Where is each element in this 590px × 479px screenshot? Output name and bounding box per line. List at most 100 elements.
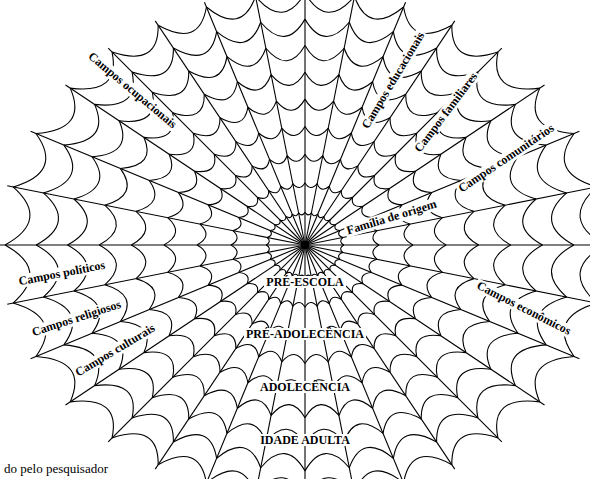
- web-ring: [358, 313, 375, 324]
- web-ring: [341, 237, 344, 245]
- web-ring: [257, 191, 268, 199]
- web-ring: [149, 154, 172, 180]
- web-ring: [305, 19, 349, 36]
- web-ring: [193, 354, 220, 372]
- web-ring: [305, 183, 317, 188]
- web-ring: [208, 189, 222, 205]
- web-spoke: [304, 0, 305, 245]
- web-ring: [92, 121, 123, 157]
- web-ring: [208, 285, 222, 301]
- web-ring: [390, 354, 417, 372]
- web-ring: [362, 206, 372, 217]
- web-ring: [437, 414, 478, 442]
- web-ring: [334, 101, 362, 114]
- web-ring: [369, 259, 377, 272]
- web-ring: [120, 137, 147, 168]
- web-ring: [144, 352, 174, 377]
- web-ring: [259, 128, 282, 139]
- web-ring: [305, 126, 328, 135]
- web-ring: [406, 374, 438, 395]
- web-ring: [487, 333, 518, 369]
- web-ring: [271, 72, 305, 85]
- web-ring: [305, 99, 334, 110]
- web-ring: [5, 187, 30, 245]
- web-ring: [311, 213, 317, 216]
- web-ring: [329, 297, 341, 304]
- web-ring: [349, 447, 393, 467]
- web-ring: [200, 205, 212, 224]
- web-ring: [220, 301, 236, 314]
- web-ring: [293, 302, 305, 307]
- web-ring: [395, 154, 415, 171]
- web-ring: [189, 412, 227, 433]
- web-ring: [523, 245, 543, 291]
- web-ring: [330, 265, 336, 270]
- web-ring: [270, 259, 275, 265]
- stage-label: IDADE ADULTA: [258, 434, 352, 447]
- web-ring: [36, 356, 75, 401]
- field-label: Campos econômicos: [473, 278, 575, 338]
- web-ring: [436, 352, 466, 377]
- web-ring: [344, 48, 383, 66]
- web-ring: [324, 217, 330, 221]
- web-ring: [404, 224, 413, 245]
- web-ring: [158, 7, 206, 33]
- web-ring: [227, 48, 266, 66]
- web-ring: [217, 447, 261, 467]
- web-ring: [349, 22, 393, 42]
- web-ring: [362, 273, 372, 284]
- web-ring: [464, 245, 478, 279]
- web-ring: [281, 184, 293, 190]
- web-ring: [233, 217, 241, 230]
- web-ring: [43, 145, 72, 193]
- web-ring: [324, 269, 330, 273]
- stage-label: PRÉ-ADOLECÊNCIA: [244, 328, 366, 341]
- web-ring: [552, 193, 574, 245]
- web-ring: [395, 318, 415, 335]
- web-ring: [237, 400, 271, 416]
- web-ring: [270, 156, 288, 164]
- web-spoke: [305, 244, 590, 245]
- web-ring: [169, 133, 194, 154]
- web-ring: [231, 231, 237, 245]
- web-ring: [132, 414, 173, 442]
- web-ring: [252, 159, 269, 169]
- web-ring: [374, 176, 390, 189]
- web-ring: [136, 279, 155, 310]
- web-ring: [452, 434, 498, 465]
- web-spoke: [66, 85, 305, 245]
- web-ring: [206, 0, 255, 19]
- web-ring: [178, 297, 196, 318]
- web-ring: [287, 154, 305, 161]
- web-ring: [270, 225, 275, 231]
- web-ring: [404, 457, 452, 479]
- web-ring: [266, 237, 269, 245]
- web-ring: [398, 266, 410, 285]
- web-ring: [352, 284, 363, 293]
- web-ring: [204, 390, 237, 408]
- web-ring: [197, 245, 206, 266]
- web-ring: [328, 128, 351, 139]
- web-spoke: [31, 245, 305, 359]
- web-ring: [341, 245, 344, 253]
- web-ring: [580, 245, 590, 303]
- web-ring: [305, 405, 339, 418]
- web-ring: [416, 335, 441, 356]
- web-ring: [168, 193, 183, 218]
- web-ring: [236, 166, 253, 177]
- web-ring: [204, 82, 237, 100]
- web-spoke: [305, 245, 502, 442]
- web-ring: [413, 171, 431, 192]
- web-ring: [220, 367, 248, 382]
- web-ring: [247, 197, 258, 206]
- web-ring: [237, 75, 271, 91]
- web-ring: [99, 205, 116, 245]
- web-ring: [339, 400, 373, 416]
- web-ring: [317, 184, 329, 190]
- field-label: Campos educacionais: [358, 28, 428, 132]
- web-ring: [131, 211, 145, 245]
- web-ring: [390, 118, 417, 136]
- web-ring: [335, 259, 340, 265]
